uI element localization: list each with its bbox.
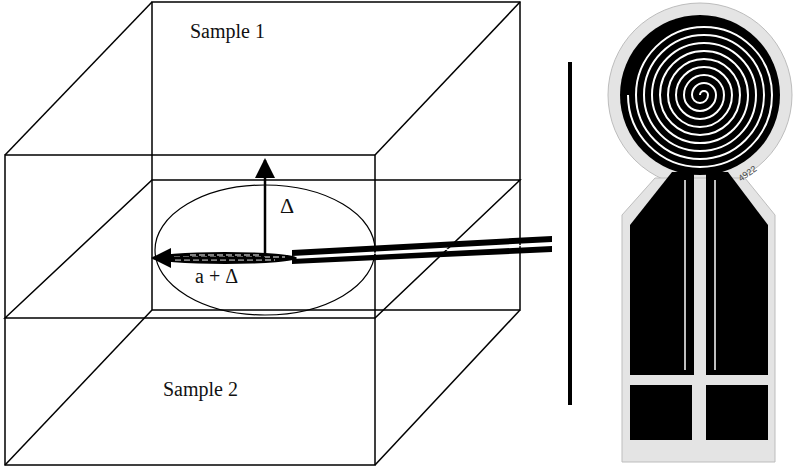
- sample-label: Sample 1: [190, 20, 265, 42]
- sensor-leads-side: [292, 236, 552, 264]
- separator: [568, 62, 572, 405]
- sample-label: Sample 2: [163, 378, 238, 400]
- dimension-label: a + Δ: [195, 265, 238, 287]
- radius-arrow: [153, 257, 265, 260]
- sensor-disc-side: [153, 252, 297, 264]
- cube: [5, 2, 520, 465]
- dimension-label: Δ: [280, 194, 294, 218]
- delta-arrow: [264, 160, 267, 256]
- sensor-photo: [608, 3, 792, 462]
